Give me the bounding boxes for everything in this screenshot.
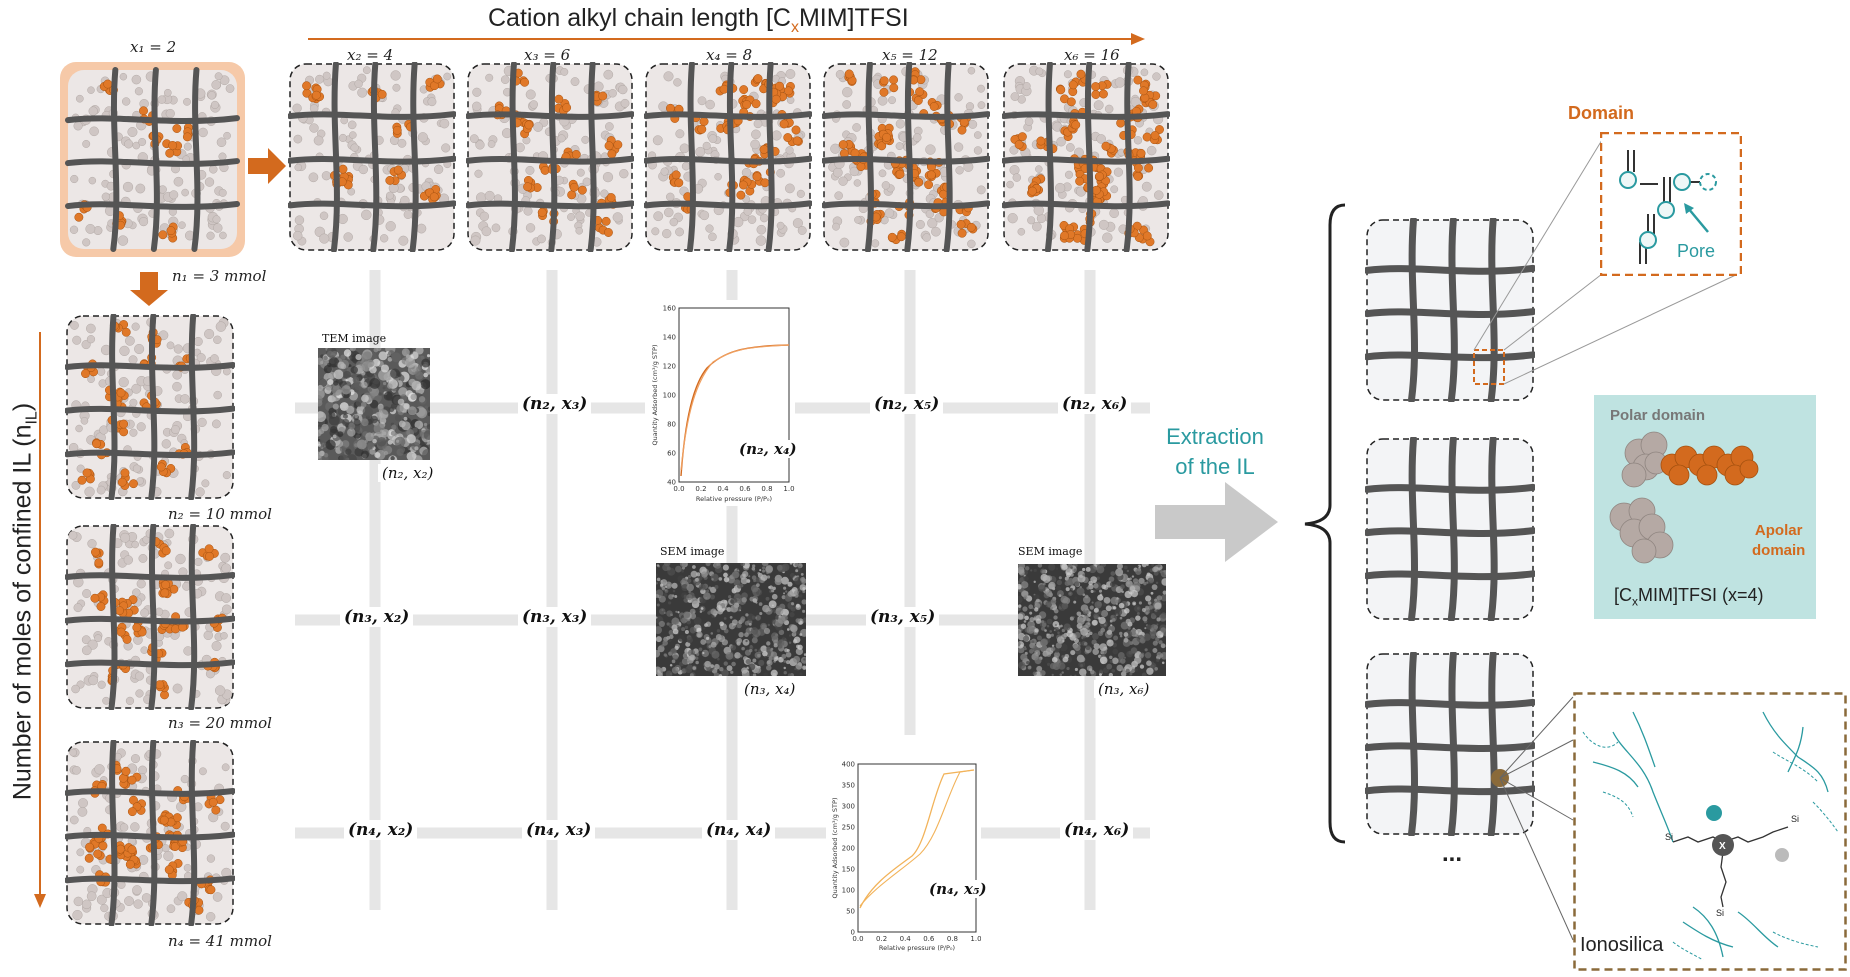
svg-text:0.6: 0.6 xyxy=(739,485,751,493)
svg-text:1.0: 1.0 xyxy=(783,485,794,493)
svg-text:0.2: 0.2 xyxy=(876,935,887,943)
svg-text:250: 250 xyxy=(842,824,855,832)
sem1-title: SEM image xyxy=(660,545,725,558)
ionosilica-si-1: Si xyxy=(1665,832,1673,842)
point-n4-x2: (n₄, x₂) xyxy=(344,820,418,840)
svg-text:80: 80 xyxy=(667,421,676,429)
ionosilica-label: Ionosilica xyxy=(1580,934,1664,956)
iso1-xlabel: Relative pressure (P/P₀) xyxy=(696,495,772,503)
point-n4-x3: (n₄, x₃) xyxy=(522,820,596,840)
svg-text:350: 350 xyxy=(842,782,855,790)
svg-text:0.0: 0.0 xyxy=(852,935,863,943)
label-n2: n₂ = 10 mmol xyxy=(168,505,272,523)
tile-x4 xyxy=(644,62,812,252)
iso2-caption: (n₄, x₅) xyxy=(925,880,991,898)
iso2-xlabel: Relative pressure (P/P₀) xyxy=(879,944,955,952)
svg-text:0.8: 0.8 xyxy=(761,485,772,493)
tile-n3 xyxy=(65,524,235,710)
top-axis-title: Cation alkyl chain length [CxMIM]TFSI xyxy=(488,4,909,36)
isotherm-1: 40 60 80 100 120 140 160 0.0 0.2 0.4 0.6 0.8 1.0 Qu… xyxy=(645,300,795,506)
point-n3-x3: (n₃, x₃) xyxy=(518,607,592,627)
framework-tile-3 xyxy=(1365,652,1535,836)
svg-text:0: 0 xyxy=(851,929,855,937)
tile-n2 xyxy=(65,314,235,500)
ionosilica-si-3: Si xyxy=(1716,908,1724,918)
sem1-caption: (n₃, x₄) xyxy=(740,680,800,698)
label-x4: x₄ = 8 xyxy=(706,46,753,64)
domain-box xyxy=(1600,132,1742,276)
point-n3-x2: (n₃, x₂) xyxy=(340,607,414,627)
iso1-caption: (n₂, x₄) xyxy=(735,440,801,458)
svg-text:60: 60 xyxy=(667,450,676,458)
point-n4-x6: (n₄, x₆) xyxy=(1060,820,1134,840)
tile-n4 xyxy=(65,740,235,926)
svg-text:200: 200 xyxy=(842,845,855,853)
svg-text:160: 160 xyxy=(663,305,676,313)
extraction-label: Extraction of the IL xyxy=(1166,424,1264,479)
tile-x3 xyxy=(466,62,634,252)
svg-text:300: 300 xyxy=(842,803,855,811)
tem-caption: (n₂, x₂) xyxy=(378,464,438,482)
svg-text:0.4: 0.4 xyxy=(717,485,729,493)
point-n2-x6: (n₂, x₆) xyxy=(1058,394,1132,414)
framework-tile-2 xyxy=(1365,437,1535,621)
sem2-caption: (n₃, x₆) xyxy=(1094,680,1154,698)
pore-label: Pore xyxy=(1677,241,1716,261)
point-n4-x4: (n₄, x₄) xyxy=(702,820,776,840)
svg-text:400: 400 xyxy=(842,761,855,769)
label-n1: n₁ = 3 mmol xyxy=(172,267,267,285)
ionosilica-si-2: Si xyxy=(1791,814,1799,824)
ionosilica-x-label: X xyxy=(1719,841,1726,852)
svg-text:150: 150 xyxy=(842,866,855,874)
tile-x2 xyxy=(288,62,456,252)
svg-text:40: 40 xyxy=(667,479,676,487)
tem-image xyxy=(318,348,430,460)
domain-label: Domain xyxy=(1568,103,1635,123)
tile-x5 xyxy=(822,62,990,252)
label-n4: n₄ = 41 mmol xyxy=(168,932,272,950)
isotherm-2: 0 50 100 150 200 250 300 350 400 0.0 0.2 0.4 0.6 0.8… xyxy=(826,758,981,954)
svg-text:0.0: 0.0 xyxy=(673,485,684,493)
svg-text:0.4: 0.4 xyxy=(900,935,912,943)
il-domain-box xyxy=(1594,395,1816,619)
tile-x1 xyxy=(60,62,245,257)
svg-text:0.2: 0.2 xyxy=(695,485,706,493)
label-x6: x₆ = 16 xyxy=(1064,46,1120,64)
label-x5: x₅ = 12 xyxy=(882,46,938,64)
ellipsis: ... xyxy=(1442,840,1463,867)
ionosilica-box: X Si Si Si xyxy=(1573,692,1847,971)
label-n3: n₃ = 20 mmol xyxy=(168,714,272,732)
svg-text:120: 120 xyxy=(663,363,676,371)
sem-image-2 xyxy=(1018,564,1166,676)
point-n2-x5: (n₂, x₅) xyxy=(870,394,944,414)
tile-x6 xyxy=(1002,62,1170,252)
tem-title: TEM image xyxy=(322,332,387,345)
svg-text:140: 140 xyxy=(663,334,676,342)
svg-text:0.8: 0.8 xyxy=(947,935,958,943)
svg-text:1.0: 1.0 xyxy=(970,935,981,943)
sem-image-1 xyxy=(656,563,806,676)
label-x1: x₁ = 2 xyxy=(130,38,177,56)
iso2-ylabel: Quantity Adsorbed (cm³/g STP) xyxy=(831,798,839,899)
sem2-title: SEM image xyxy=(1018,545,1083,558)
point-n2-x3: (n₂, x₃) xyxy=(518,394,592,414)
framework-tile-1 xyxy=(1365,218,1535,402)
label-x2: x₂ = 4 xyxy=(347,46,394,64)
label-x3: x₃ = 6 xyxy=(524,46,571,64)
iso1-ylabel: Quantity Adsorbed (cm³/g STP) xyxy=(651,345,659,446)
point-n3-x5: (n₃, x₅) xyxy=(866,607,940,627)
svg-text:50: 50 xyxy=(846,908,855,916)
svg-text:0.6: 0.6 xyxy=(923,935,935,943)
svg-text:100: 100 xyxy=(663,392,676,400)
svg-text:100: 100 xyxy=(842,887,855,895)
polar-domain-label: Polar domain xyxy=(1610,407,1706,424)
il-name-label: [CxMIM]TFSI (x=4) xyxy=(1614,585,1764,609)
